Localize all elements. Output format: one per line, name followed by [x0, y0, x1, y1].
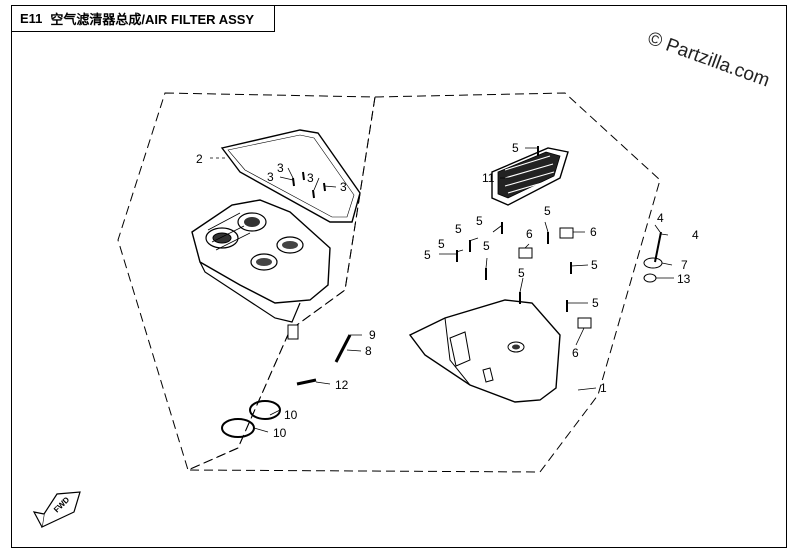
- diagram-code: E11: [20, 10, 43, 26]
- filter-mesh-part-11: [491, 147, 569, 206]
- airbox-housing: [191, 199, 331, 340]
- callout-3: 3: [340, 180, 347, 194]
- small-parts: [221, 227, 663, 438]
- callout-3: 3: [277, 161, 284, 175]
- callout-5: 5: [438, 237, 445, 251]
- callout-5: 5: [512, 141, 519, 155]
- callout-8: 8: [365, 344, 372, 358]
- callout-labels: 2 3 3 3 3 11 5 5 5 5 5 5 5 5 5 5 6 6 6 4…: [196, 141, 699, 440]
- callout-5: 5: [591, 258, 598, 272]
- callout-6: 6: [572, 346, 579, 360]
- cover-part-2: [220, 129, 361, 223]
- callout-6: 6: [590, 225, 597, 239]
- callout-4: 4: [657, 211, 664, 225]
- screws: [292, 146, 572, 312]
- callout-5: 5: [518, 266, 525, 280]
- callout-5: 5: [455, 222, 462, 236]
- diagram-title: 空气滤清器总成/AIR FILTER ASSY: [50, 11, 255, 27]
- callout-6: 6: [526, 227, 533, 241]
- callout-1: 1: [600, 381, 607, 395]
- callout-3: 3: [307, 171, 314, 185]
- callout-2: 2: [196, 152, 203, 166]
- callout-5: 5: [592, 296, 599, 310]
- callout-5: 5: [544, 204, 551, 218]
- callout-4: 4: [692, 228, 699, 242]
- title-box: E11 空气滤清器总成/AIR FILTER ASSY: [11, 5, 275, 32]
- callout-12: 12: [335, 378, 349, 392]
- lower-housing-part-1: [408, 299, 561, 403]
- callout-5: 5: [476, 214, 483, 228]
- callout-7: 7: [681, 258, 688, 272]
- right-assembly-boundary: [187, 92, 661, 473]
- callout-5: 5: [424, 248, 431, 262]
- callout-3: 3: [267, 170, 274, 184]
- leader-lines: [210, 147, 674, 433]
- diagram-frame: [11, 5, 787, 548]
- fwd-arrow: FWD: [32, 491, 81, 529]
- callout-9: 9: [369, 328, 376, 342]
- callout-13: 13: [677, 272, 691, 286]
- callout-11: 11: [482, 171, 495, 185]
- callout-5: 5: [483, 239, 490, 253]
- callout-10: 10: [284, 408, 298, 422]
- callout-10: 10: [273, 426, 287, 440]
